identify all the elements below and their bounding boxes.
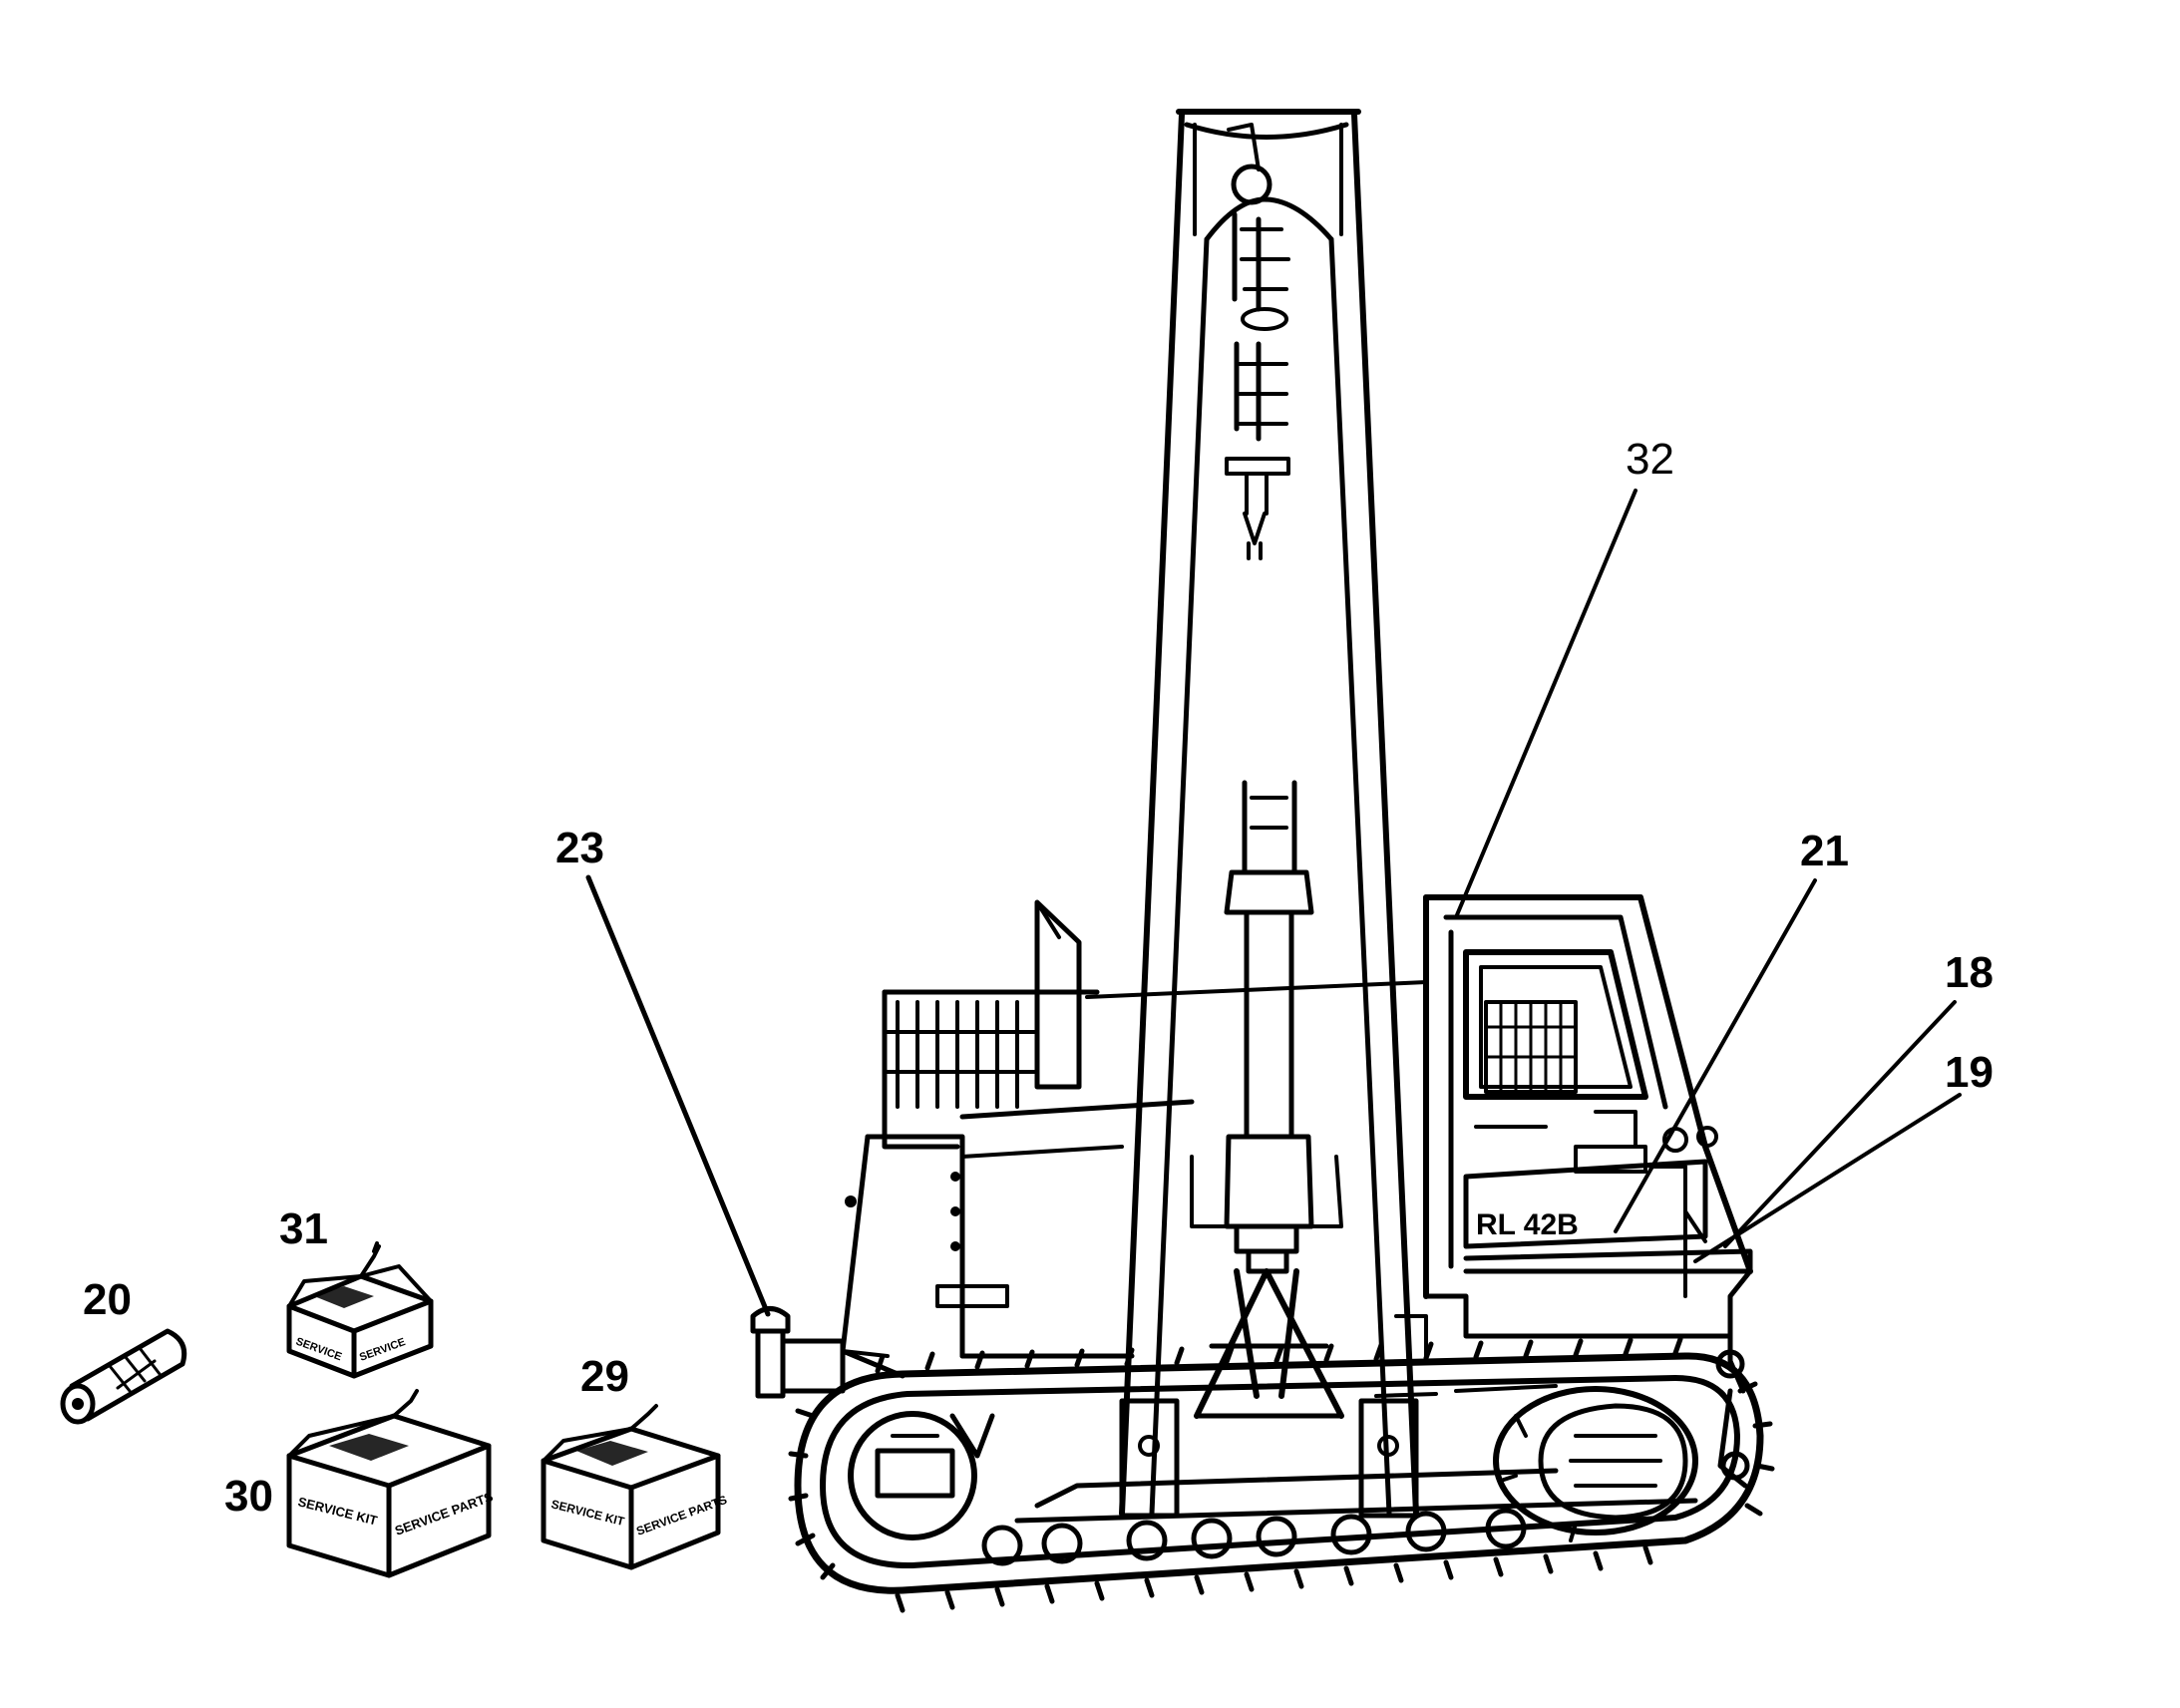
box31-front-label: SERVICE bbox=[294, 1336, 343, 1364]
callout-19: 19 bbox=[1945, 1048, 1994, 1097]
callout-21: 21 bbox=[1800, 827, 1849, 875]
callout-18: 18 bbox=[1945, 948, 1994, 997]
callout-30: 30 bbox=[224, 1472, 273, 1521]
callout-31: 31 bbox=[279, 1204, 328, 1253]
callout-29: 29 bbox=[580, 1352, 629, 1401]
front-hitch bbox=[750, 1306, 890, 1399]
rigging-hardware bbox=[1225, 211, 1290, 560]
box30-side-label: SERVICE PARTS bbox=[393, 1489, 496, 1538]
callout-20: 20 bbox=[83, 1275, 132, 1324]
leader-23 bbox=[585, 874, 771, 1317]
boom bbox=[1119, 109, 1419, 1517]
model-label: RL 42B bbox=[1476, 1208, 1579, 1241]
part-29-box: SERVICE KIT SERVICE PARTS bbox=[541, 1404, 729, 1570]
callouts: 32 23 21 18 19 31 20 29 30 bbox=[83, 435, 1994, 1521]
leader-18 bbox=[1723, 1000, 1957, 1248]
box29-front-label: SERVICE KIT bbox=[549, 1497, 626, 1529]
leader-21 bbox=[1614, 878, 1817, 1233]
leader-19 bbox=[1693, 1093, 1962, 1263]
crawler-track bbox=[788, 1336, 1775, 1613]
leader-32 bbox=[1454, 489, 1637, 919]
box30-front-label: SERVICE KIT bbox=[296, 1494, 379, 1528]
callout-23: 23 bbox=[555, 824, 604, 872]
part-30-box: SERVICE KIT SERVICE PARTS bbox=[286, 1389, 496, 1578]
part-20-roll bbox=[60, 1328, 187, 1425]
part-31-box: SERVICE SERVICE bbox=[286, 1241, 434, 1379]
callout-32: 32 bbox=[1626, 435, 1674, 484]
leader-lines bbox=[585, 489, 1962, 1317]
